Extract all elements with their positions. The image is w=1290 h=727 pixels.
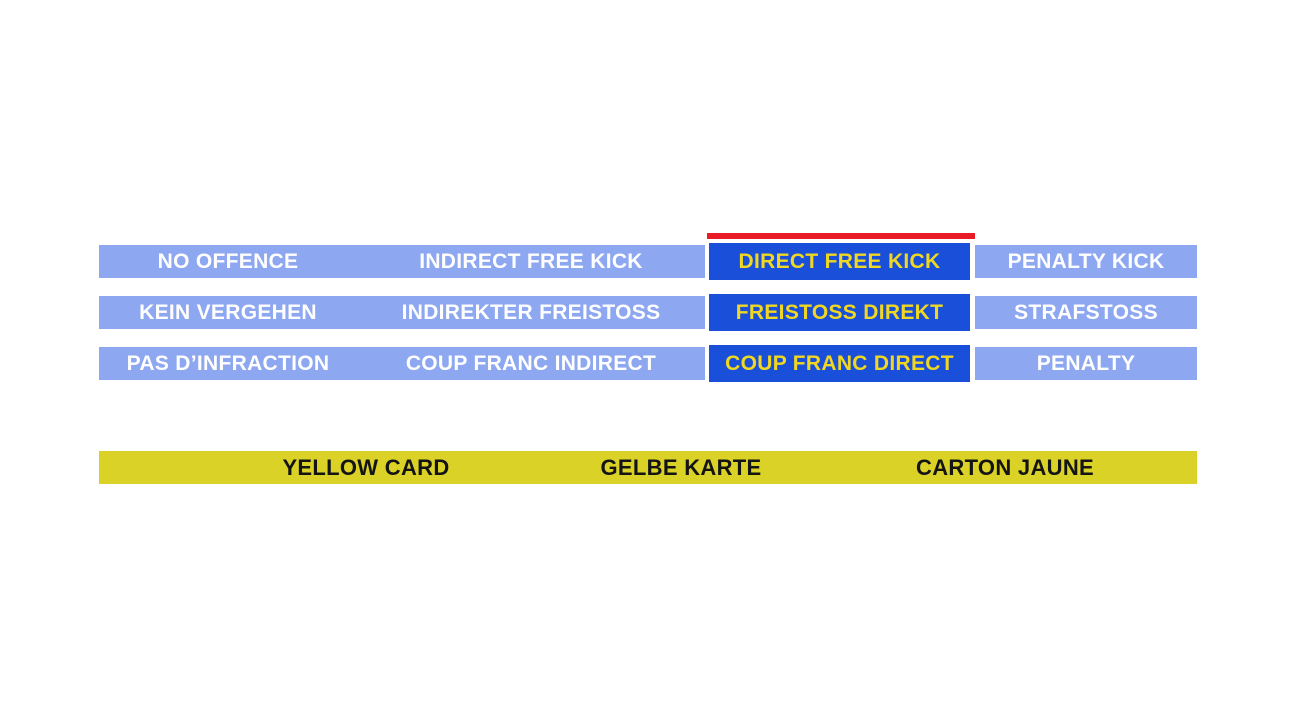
option-penalty[interactable]: PENALTY — [975, 347, 1197, 380]
yellow-card-label-german: GELBE KARTE — [600, 455, 762, 480]
option-indirect-free-kick[interactable]: INDIRECT FREE KICK — [357, 245, 705, 278]
yellow-card-label-english: YELLOW CARD — [282, 455, 450, 480]
yellow-card-bar[interactable]: YELLOW CARD GELBE KARTE CARTON JAUNE — [99, 451, 1197, 484]
option-kein-vergehen[interactable]: KEIN VERGEHEN — [99, 296, 357, 329]
decision-row-french: PAS D’INFRACTION COUP FRANC INDIRECT COU… — [99, 345, 1197, 382]
option-indirekter-freistoss[interactable]: INDIREKTER FREISTOSS — [357, 296, 705, 329]
yellow-card-label-french: CARTON JAUNE — [916, 455, 1094, 480]
option-pas-d-infraction[interactable]: PAS D’INFRACTION — [99, 347, 357, 380]
option-strafstoss[interactable]: STRAFSTOSS — [975, 296, 1197, 329]
decision-table: NO OFFENCE INDIRECT FREE KICK DIRECT FRE… — [99, 243, 1197, 398]
option-coup-franc-direct-selected[interactable]: COUP FRANC DIRECT — [709, 345, 970, 382]
selected-column-indicator-bar — [707, 233, 975, 239]
option-freistoss-direkt-selected[interactable]: FREISTOSS DIREKT — [709, 294, 970, 331]
decision-row-german: KEIN VERGEHEN INDIREKTER FREISTOSS FREIS… — [99, 294, 1197, 331]
option-penalty-kick[interactable]: PENALTY KICK — [975, 245, 1197, 278]
option-direct-free-kick-selected[interactable]: DIRECT FREE KICK — [709, 243, 970, 280]
option-no-offence[interactable]: NO OFFENCE — [99, 245, 357, 278]
decision-row-english: NO OFFENCE INDIRECT FREE KICK DIRECT FRE… — [99, 243, 1197, 280]
option-coup-franc-indirect[interactable]: COUP FRANC INDIRECT — [357, 347, 705, 380]
